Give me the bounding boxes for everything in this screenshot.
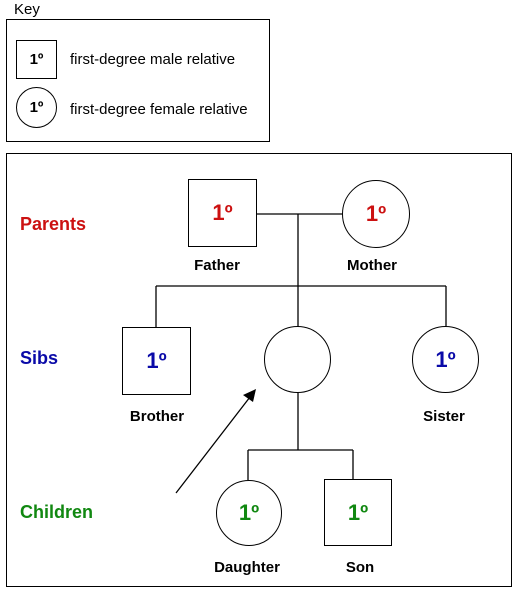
sister-label: Sister <box>423 408 465 425</box>
mother-symbol: 1º <box>342 180 410 248</box>
pedigree-box <box>6 153 512 587</box>
son-symbol: 1º <box>324 479 392 546</box>
key-female-label: first-degree female relative <box>70 101 248 118</box>
key-title: Key <box>14 1 40 18</box>
row-label-children: Children <box>20 502 94 522</box>
sister-symbol: 1º <box>412 326 479 393</box>
row-label-parents: Parents <box>20 214 87 234</box>
father-symbol: 1º <box>188 179 257 247</box>
brother-label: Brother <box>129 408 185 425</box>
daughter-label: Daughter <box>214 559 280 576</box>
key-box <box>6 19 270 142</box>
proband-symbol <box>264 326 331 393</box>
son-label: Son <box>345 559 375 576</box>
mother-label: Mother <box>347 257 397 274</box>
daughter-symbol: 1º <box>216 480 282 546</box>
proband-arrow-shaft <box>175 396 251 494</box>
key-male-label: first-degree male relative <box>70 51 236 68</box>
key-male-symbol: 1º <box>16 40 57 79</box>
row-label-sibs: Sibs <box>20 348 59 368</box>
proband-arrow-head <box>243 389 256 402</box>
brother-symbol: 1º <box>122 327 191 395</box>
father-label: Father <box>194 257 240 274</box>
key-female-symbol: 1º <box>16 87 57 128</box>
